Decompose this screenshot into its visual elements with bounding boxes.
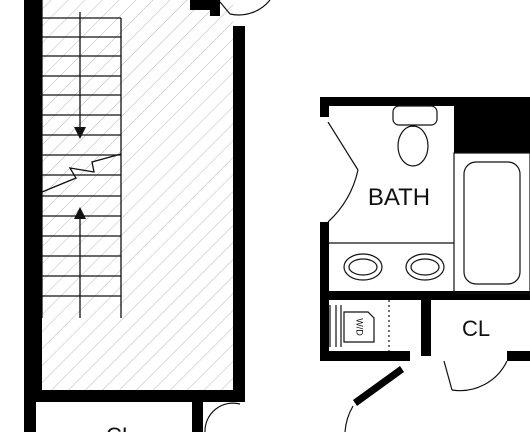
stair-down-arrow-icon	[74, 127, 86, 139]
closet-door-right	[443, 360, 508, 392]
closet-door-bottom	[204, 402, 241, 432]
stair-up-arrow-icon	[74, 207, 86, 219]
stair-hall-floor	[42, 0, 233, 390]
bathtub-icon	[453, 152, 530, 294]
room-label-closet: CL	[462, 316, 490, 341]
room-label-bath: BATH	[368, 184, 430, 211]
hall-door-leaf	[353, 366, 404, 406]
room-label-closet-bottom: CL	[106, 423, 134, 432]
washer-dryer-icon	[329, 300, 390, 351]
hall-door-swing	[344, 405, 354, 432]
toilet-icon	[392, 105, 438, 167]
walls	[24, 0, 530, 432]
bath-door	[327, 121, 359, 223]
washer-dryer-label: W/D	[355, 318, 365, 336]
sink-icon	[329, 242, 454, 281]
door-swing-icon	[219, 0, 271, 16]
